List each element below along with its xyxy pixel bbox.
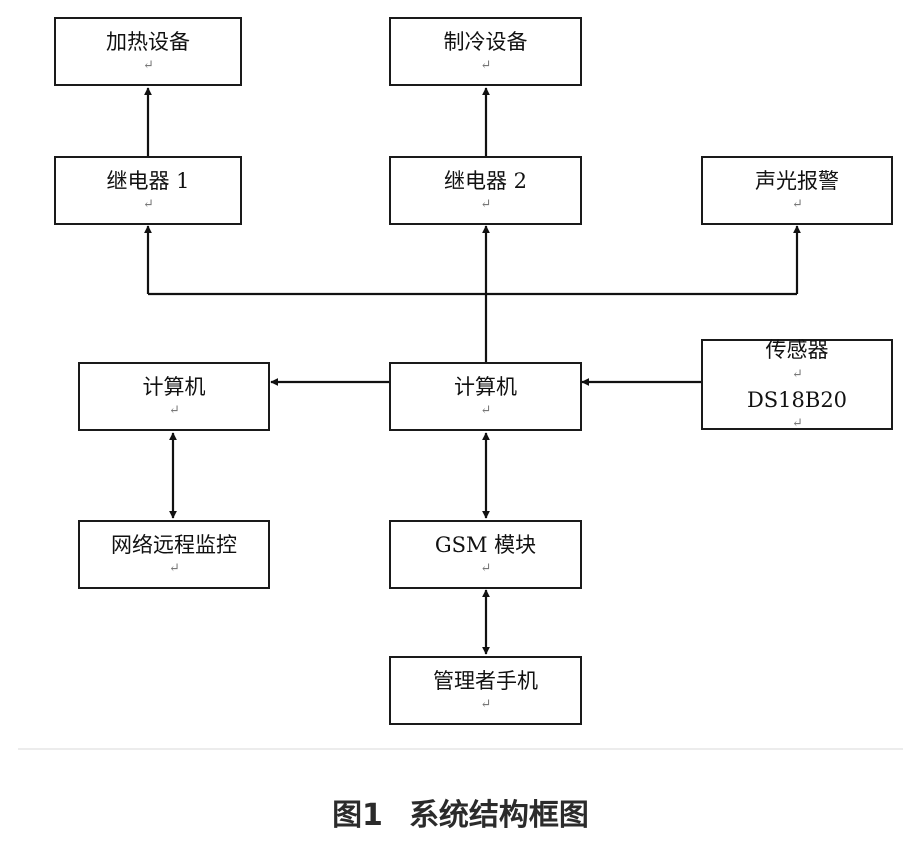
figure-title: 系统结构框图 [408, 798, 589, 833]
return-mark: ↵ [792, 366, 803, 382]
computer-center-label: 计算机 [454, 374, 517, 399]
return-mark: ↵ [480, 561, 492, 577]
computer-left-box: 计算机 ↵ [78, 362, 270, 431]
computer-left-label: 计算机 [142, 374, 206, 399]
figure-caption: 图1 系统结构框图 [0, 790, 921, 834]
manager-phone-label: 管理者手机 [433, 668, 538, 693]
return-mark: ↵ [169, 561, 180, 577]
relay-1-label: 继电器 1 [106, 168, 190, 193]
return-mark: ↵ [792, 415, 803, 431]
return-mark: ↵ [480, 197, 492, 213]
relay-2-label: 继电器 2 [443, 168, 528, 193]
heating-equipment-label: 加热设备 [106, 29, 190, 54]
sound-light-alarm-label: 声光报警 [755, 168, 839, 193]
remote-monitoring-box: 网络远程监控 ↵ [78, 520, 270, 589]
return-mark: ↵ [480, 697, 492, 713]
heating-equipment-box: 加热设备 ↵ [54, 17, 242, 86]
sensor-label: 传感器 [765, 338, 829, 363]
gsm-module-label: GSM 模块 [434, 532, 537, 557]
cooling-equipment-box: 制冷设备 ↵ [389, 17, 582, 86]
sound-light-alarm-box: 声光报警 ↵ [701, 156, 893, 225]
computer-center-box: 计算机 ↵ [389, 362, 582, 431]
sensor-model-label: DS18B20 [746, 387, 848, 412]
cooling-equipment-label: 制冷设备 [443, 29, 528, 54]
relay-1-box: 继电器 1 ↵ [54, 156, 242, 225]
relay-2-box: 继电器 2 ↵ [389, 156, 582, 225]
figure-number: 图1 [332, 798, 383, 833]
sensor-ds18b20-box: 传感器 ↵ DS18B20 ↵ [701, 338, 893, 431]
figure-separator [18, 748, 903, 750]
return-mark: ↵ [792, 197, 803, 213]
return-mark: ↵ [143, 58, 154, 74]
return-mark: ↵ [480, 58, 492, 74]
return-mark: ↵ [480, 403, 492, 419]
remote-monitoring-label: 网络远程监控 [111, 532, 237, 557]
return-mark: ↵ [143, 197, 154, 213]
manager-phone-box: 管理者手机 ↵ [389, 656, 582, 725]
gsm-module-box: GSM 模块 ↵ [389, 520, 582, 589]
return-mark: ↵ [169, 403, 180, 419]
